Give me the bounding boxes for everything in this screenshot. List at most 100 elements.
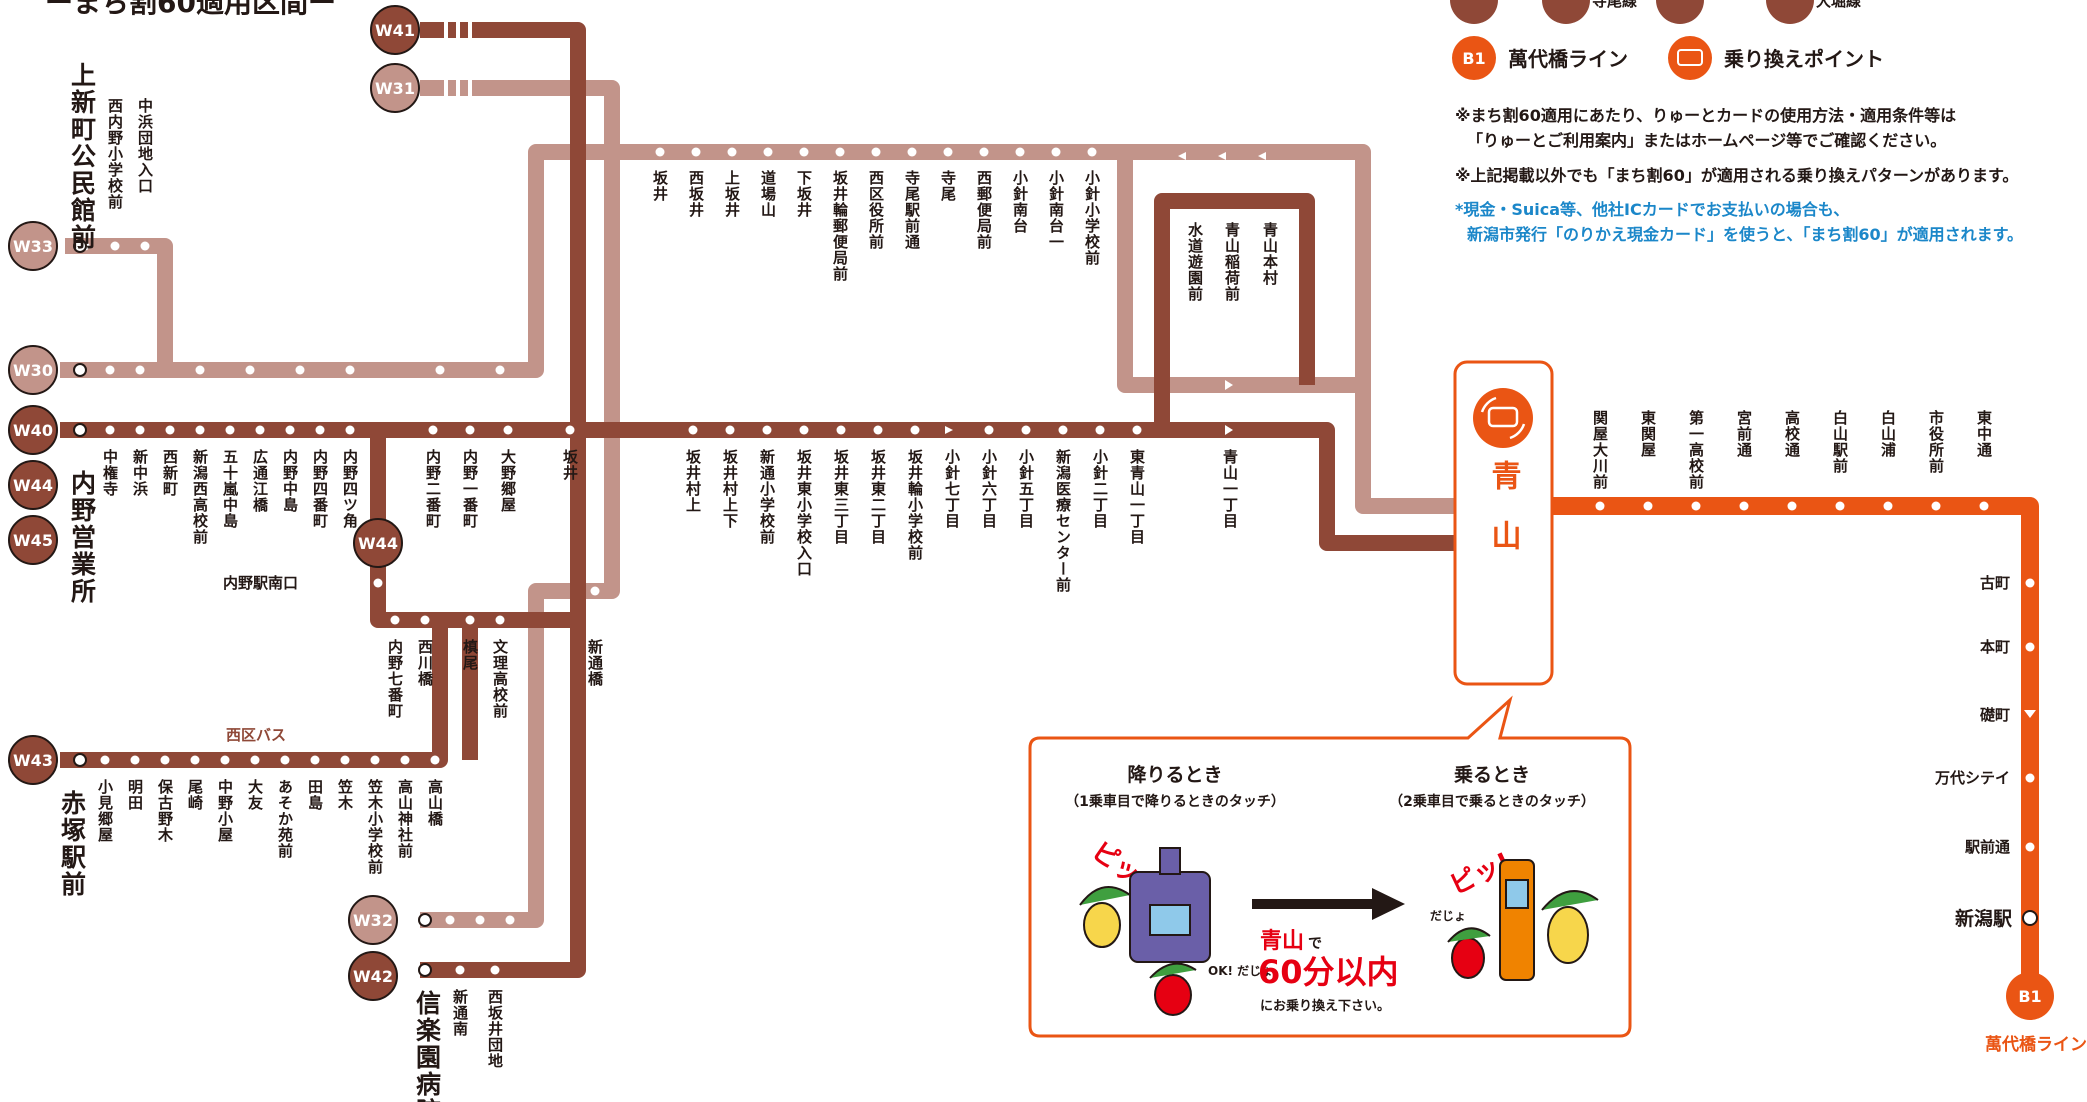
stop-label: 東中通 (1975, 409, 1993, 458)
stop-dot (195, 365, 205, 375)
stop-label: 小針七丁目 (943, 449, 961, 529)
stop-label: 寺尾 (939, 169, 957, 202)
badge-w44b: W44 (353, 518, 403, 568)
transfer-note: にお乗り換え下さい。 (1260, 998, 1390, 1014)
blue-note-line: *現金・Suica等、他社ICカードでお支払いの場合も、 (1455, 200, 1849, 219)
stop-label: 新通橋 (586, 638, 604, 687)
stop-dot (220, 755, 230, 765)
stop-label: 西坂井 (687, 170, 705, 218)
stop-label: 中浜団地入口 (136, 97, 154, 194)
badge-w33: W33 (8, 221, 58, 271)
stop-label: 東青山一丁目 (1128, 448, 1146, 545)
map-title: ーまち割60適用区間ー (45, 0, 336, 19)
stop-dot (130, 755, 140, 765)
stop-dot (428, 425, 438, 435)
stop-dot (691, 147, 701, 157)
stop-dots (80, 147, 2036, 975)
aoyama-label: 青山 (1486, 460, 1521, 580)
stop-dot (100, 755, 110, 765)
svg-text:W41: W41 (375, 21, 415, 40)
svg-text:W30: W30 (13, 361, 53, 380)
note-line: ※上記掲載以外でも「まち割60」が適用される乗り換えパターンがあります。 (1455, 166, 2018, 185)
stop-dot (2025, 578, 2035, 588)
stop-label: 五十嵐中島 (221, 449, 239, 529)
badge-w32: W32 (348, 895, 398, 945)
badge-w45: W45 (8, 515, 58, 565)
stop-dot (245, 365, 255, 375)
stop-dot (445, 915, 455, 925)
stop-label: 西川橋 (416, 639, 434, 687)
stop-dot (907, 147, 917, 157)
stop-dot (984, 425, 994, 435)
legend-transfer-label: 乗り換えポイント (1724, 47, 1884, 71)
stop-label: 坂井 (651, 170, 669, 202)
svg-text:大堀線: 大堀線 (1816, 0, 1861, 10)
area-label-nishiku-bus: 西区バス (226, 726, 286, 744)
stop-label: 小針南台 (1011, 170, 1029, 234)
badge-w41: W41 (370, 5, 420, 55)
instruction-callout: 降りるとき （1乗車目で降りるときのタッチ） 乗るとき （2乗車目で乗るときのタ… (1028, 695, 1632, 1038)
stop-dot (370, 755, 380, 765)
stop-dot (250, 755, 260, 765)
get-on-subtitle: （2乗車目で乗るときのタッチ） (1389, 793, 1595, 810)
stop-dot (420, 615, 430, 625)
stop-dot (1595, 501, 1605, 511)
stop-label: 青山稲荷前 (1223, 221, 1241, 302)
stop-dot (2025, 642, 2035, 652)
stop-dot (315, 425, 325, 435)
stop-dot (110, 241, 120, 251)
stop-dot (1058, 425, 1068, 435)
stop-label: 新通南 (451, 988, 469, 1037)
stop-dot (1787, 501, 1797, 511)
stop-label: 大野郷屋 (499, 448, 517, 513)
svg-text:W40: W40 (13, 421, 53, 440)
stop-label: 小針五丁目 (1017, 449, 1035, 529)
stop-dot (727, 147, 737, 157)
note-line: 「りゅーとご利用案内」またはホームページ等でご確認ください。 (1467, 131, 1946, 150)
stop-dot (285, 425, 295, 435)
badge-w30: W30 (8, 345, 58, 395)
stop-dot (390, 615, 400, 625)
stop-dot (455, 965, 465, 975)
svg-text:寺尾線: 寺尾線 (1592, 0, 1637, 10)
stop-dot (1739, 501, 1749, 511)
stop-dot (475, 915, 485, 925)
stop-label: 新潟西高校前 (191, 448, 209, 545)
stop-label: 尾崎 (186, 779, 204, 811)
badge-w43: W43 (8, 735, 58, 785)
stop-label: 坂井村上 (684, 449, 702, 513)
stop-label: 小針六丁目 (980, 449, 998, 529)
badge-w42: W42 (348, 951, 398, 1001)
stop-dot (2025, 773, 2035, 783)
stop-dot (1095, 425, 1105, 435)
stop-dot (1087, 147, 1097, 157)
stop-dot (373, 578, 383, 588)
legend: 寺尾線 大堀線 B1 萬代橋ライン 乗り換えポイント ※まち割60適用にあたり、… (1450, 0, 2023, 244)
stop-dot (503, 425, 513, 435)
stop-label: 白山浦 (1879, 409, 1897, 458)
stop-label: 坂井輪郵便局前 (831, 170, 849, 282)
stop-dot (1691, 501, 1701, 511)
stop-dot (105, 425, 115, 435)
stop-dot (430, 755, 440, 765)
stop-dot (1643, 501, 1653, 511)
stop-dot (1015, 147, 1025, 157)
transfer-place: 青山 (1260, 929, 1304, 954)
svg-text:W31: W31 (375, 79, 415, 98)
arrow-icon (1252, 888, 1405, 920)
stop-label: 内野四番町 (311, 448, 329, 529)
svg-text:古町: 古町 (1980, 574, 2010, 592)
stop-dot (725, 425, 735, 435)
stop-label: 市役所前 (1927, 409, 1945, 474)
stop-label: 坂井東三丁目 (832, 449, 850, 545)
stop-label: 広通江橋 (251, 448, 269, 513)
stop-dot (135, 365, 145, 375)
stop-label: 西坂井団地 (486, 989, 504, 1069)
stop-label: 中野小屋 (216, 778, 234, 843)
stop-label: 青山本村 (1261, 221, 1279, 286)
stop-label: 西内野小学校前 (106, 98, 124, 210)
stop-label: あそか苑前 (276, 779, 294, 859)
svg-text:W44: W44 (358, 534, 398, 553)
stop-dot (1051, 147, 1061, 157)
